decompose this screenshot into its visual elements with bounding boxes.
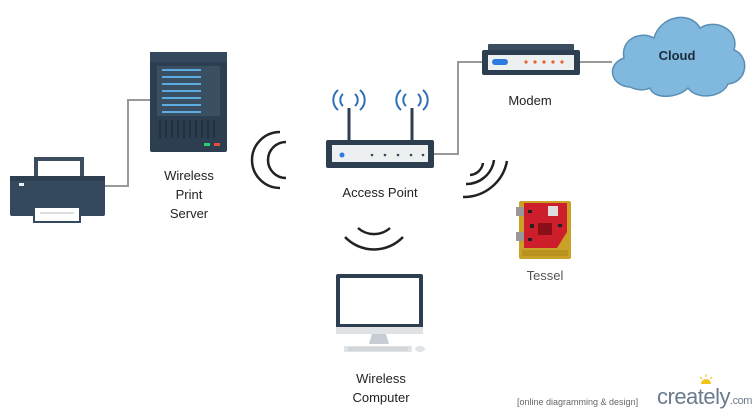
sun-icon bbox=[699, 374, 713, 384]
access-point-label: Access Point bbox=[342, 185, 418, 200]
print-server-label-line: Server bbox=[169, 206, 209, 221]
computer-label-line: Computer bbox=[352, 390, 410, 405]
printer-icon bbox=[10, 157, 105, 223]
cloud-label: Cloud bbox=[659, 48, 696, 63]
print-server-label: Wireless Print Server bbox=[148, 166, 230, 223]
watermark-tagline: [online diagramming & design] bbox=[517, 397, 639, 407]
cloud-icon bbox=[611, 16, 746, 97]
computer-label: Wireless Computer bbox=[330, 369, 432, 407]
creately-suffix: .com bbox=[730, 395, 752, 407]
print-server-label-line: Wireless bbox=[164, 168, 214, 183]
connector-printer-server bbox=[104, 99, 150, 187]
print-server-label-line: Print bbox=[175, 187, 203, 202]
tessel-signal-icon bbox=[462, 159, 509, 199]
modem-icon bbox=[482, 44, 580, 75]
connector-ap-modem bbox=[434, 61, 482, 155]
connector-lines bbox=[104, 61, 612, 187]
computer-label-line: Wireless bbox=[356, 371, 406, 386]
server-icon bbox=[150, 52, 227, 152]
print-server-signal-icon bbox=[250, 130, 287, 190]
access-point-signal-icon bbox=[344, 227, 404, 251]
router-icon bbox=[326, 89, 434, 168]
tessel-board-icon bbox=[516, 201, 571, 259]
tessel-label: Tessel bbox=[526, 268, 564, 283]
modem-label: Modem bbox=[508, 93, 552, 108]
creately-logo[interactable]: creately.com bbox=[657, 384, 752, 410]
creately-brand: creately bbox=[657, 384, 731, 409]
desktop-computer-icon bbox=[336, 274, 425, 352]
